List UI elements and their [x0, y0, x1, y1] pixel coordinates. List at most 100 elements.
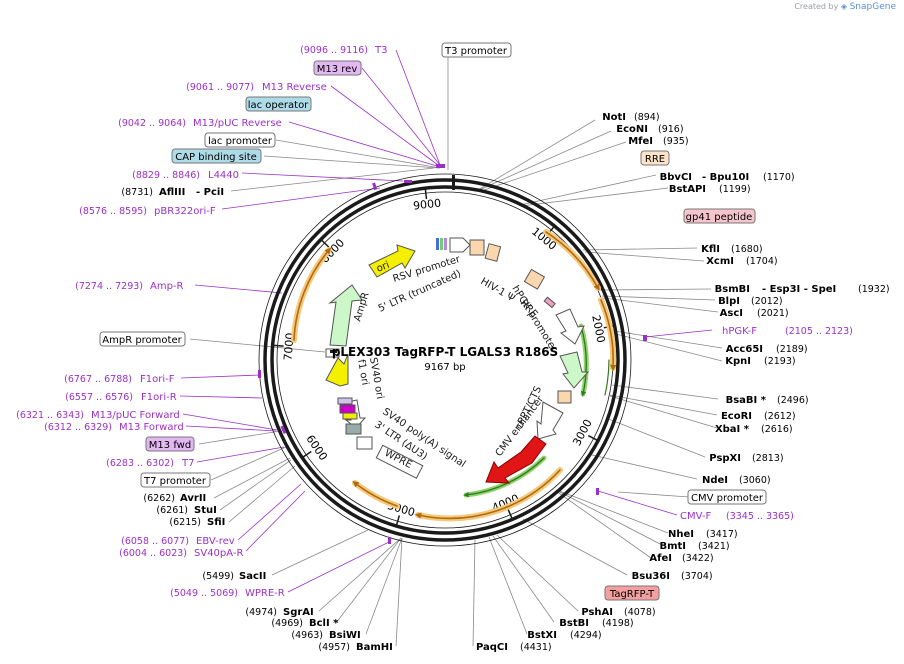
svg-text:(4078): (4078) — [624, 607, 656, 618]
svg-text:TagRFP-T: TagRFP-T — [609, 589, 655, 600]
svg-text:(2616): (2616) — [761, 424, 793, 435]
tick-mark — [320, 238, 330, 248]
enzyme-bstapi: BstAPI — [669, 184, 706, 195]
svg-text:(6767 .. 6788): (6767 .. 6788) — [64, 374, 132, 385]
tagrfp-t-box — [604, 585, 660, 601]
tick-mark — [587, 434, 599, 442]
svg-text:M13 rev: M13 rev — [317, 64, 358, 75]
svg-text:(2189): (2189) — [776, 344, 808, 355]
m13-rev-box — [313, 60, 362, 76]
enzyme-noti: NotI — [602, 112, 626, 123]
svg-text:(894): (894) — [634, 112, 660, 123]
enzyme-bsabi: BsaBI * — [726, 395, 767, 406]
svg-text:(5499): (5499) — [202, 571, 234, 582]
tick-label: 6000 — [303, 433, 330, 463]
svg-text:(3704): (3704) — [681, 571, 713, 582]
svg-text:(2612): (2612) — [764, 411, 796, 422]
primer-hpgk-f: hPGK-F — [722, 326, 757, 337]
svg-text:M13 fwd: M13 fwd — [149, 440, 191, 451]
enzyme-avrii: AvrII — [180, 493, 206, 504]
svg-text:lac promoter: lac promoter — [208, 136, 273, 147]
primer-m13-puc-reverse: M13/pUC Reverse — [193, 118, 282, 129]
tick-mark — [301, 450, 312, 459]
svg-text:(9042 .. 9064): (9042 .. 9064) — [118, 118, 186, 129]
site-marks — [258, 164, 647, 544]
svg-text:(916): (916) — [658, 124, 684, 135]
plasmid-size: 9167 bp — [424, 362, 465, 373]
svg-text:(2496): (2496) — [777, 395, 809, 406]
primer-sv40pa-r: SV40pA-R — [194, 548, 243, 559]
svg-text:(1170): (1170) — [763, 172, 795, 183]
svg-text:(3421): (3421) — [698, 541, 730, 552]
enzyme-mfei: MfeI — [628, 136, 653, 147]
enzyme-bsu36i: Bsu36I — [632, 571, 670, 582]
enzyme-bcli: BclI * — [309, 618, 339, 629]
lac-promoter-box — [204, 132, 276, 148]
snapgene-watermark: Created by ◈ SnapGene — [794, 2, 896, 12]
primer-amp-r: Amp-R — [150, 281, 184, 292]
svg-text:(3060): (3060) — [739, 475, 771, 486]
feature-boxes: T3 promoter M13 rev lac operator lac pro… — [99, 42, 767, 601]
svg-text:(3422): (3422) — [682, 553, 714, 564]
enzyme-bsiwi: BsiWI — [329, 630, 361, 641]
primer-pbr322ori-f: pBR322ori-F — [154, 206, 216, 217]
svg-text:CAP binding site: CAP binding site — [175, 152, 257, 163]
svg-text:T7 promoter: T7 promoter — [143, 476, 207, 487]
tick-mark — [507, 508, 514, 520]
svg-text:(2813): (2813) — [752, 453, 784, 464]
svg-text:(4294): (4294) — [570, 630, 602, 641]
svg-text:(935): (935) — [663, 136, 689, 147]
svg-text:(8576 .. 8595): (8576 .. 8595) — [79, 206, 147, 217]
inner-features — [325, 237, 590, 484]
svg-text:(2021): (2021) — [757, 308, 789, 319]
enzyme-xcmi: XcmI — [706, 256, 734, 267]
svg-text:(1199): (1199) — [719, 184, 751, 195]
svg-text:(6215): (6215) — [169, 517, 201, 528]
svg-text:(6262): (6262) — [143, 493, 175, 504]
primer-f1ori-r: F1ori-R — [141, 392, 177, 403]
f1-ori-label: f1 ori — [355, 359, 370, 387]
svg-text:(1680): (1680) — [731, 244, 763, 255]
svg-text:(6261): (6261) — [156, 505, 188, 516]
cmv-promoter-box — [687, 489, 767, 505]
enzyme-ndei: NdeI — [702, 475, 728, 486]
svg-text:T3 promoter: T3 promoter — [444, 46, 508, 57]
svg-text:(5049 .. 5069): (5049 .. 5069) — [170, 588, 238, 599]
enzyme-bstbi: BstBI — [559, 618, 589, 629]
enzyme-sacii: SacII — [239, 571, 266, 582]
backbone — [258, 173, 632, 547]
enzyme-kpni: KpnI — [725, 356, 751, 367]
svg-text:(4431): (4431) — [520, 642, 552, 653]
cap-binding-site-box — [171, 148, 262, 164]
t7-promoter-box — [140, 472, 211, 488]
leader-lines — [179, 49, 723, 647]
enzyme-sfii: SfiI — [207, 517, 225, 528]
primer-labels: (9096 .. 9116) T3 (9061 .. 9077) M13 Rev… — [16, 45, 853, 599]
enzyme-labels: NotI (894) EcoNI (916) MfeI (935) BbvCI … — [121, 112, 889, 653]
enzyme-nhei: NheI — [668, 529, 694, 540]
svg-text:(2105 .. 2123): (2105 .. 2123) — [785, 326, 853, 337]
rre-box — [640, 150, 670, 166]
enzyme-afliii: AflIII — [159, 187, 185, 198]
primer-cmv-f: CMV-F — [680, 511, 711, 522]
enzyme-bbvci: BbvCI — [660, 172, 692, 183]
svg-text:(3417): (3417) — [706, 529, 738, 540]
plasmid-name: pLEX303 TagRFP-T LGALS3 R186S — [332, 345, 558, 359]
enzyme-paqci: PaqCI — [476, 642, 508, 653]
svg-text:- PciI: - PciI — [196, 187, 224, 198]
enzyme-pspxi: PspXI — [709, 453, 741, 464]
svg-text:(4957): (4957) — [318, 642, 350, 653]
svg-text:(6058 .. 6077): (6058 .. 6077) — [121, 536, 189, 547]
primer-m13-puc-forward: M13/pUC Forward — [91, 410, 180, 421]
svg-text:(3345 .. 3365): (3345 .. 3365) — [726, 511, 794, 522]
t3-promoter-box — [441, 42, 512, 58]
tick-mark — [272, 344, 284, 347]
enzyme-xbai: XbaI * — [715, 424, 750, 435]
svg-text:CMV promoter: CMV promoter — [691, 493, 764, 504]
primer-m13-reverse: M13 Reverse — [262, 82, 327, 93]
svg-text:(4974): (4974) — [245, 607, 277, 618]
primer-m13-forward: M13 Forward — [119, 422, 184, 433]
enzyme-kfli: KflI — [701, 244, 720, 255]
primer-wpre-r: WPRE-R — [245, 588, 285, 599]
